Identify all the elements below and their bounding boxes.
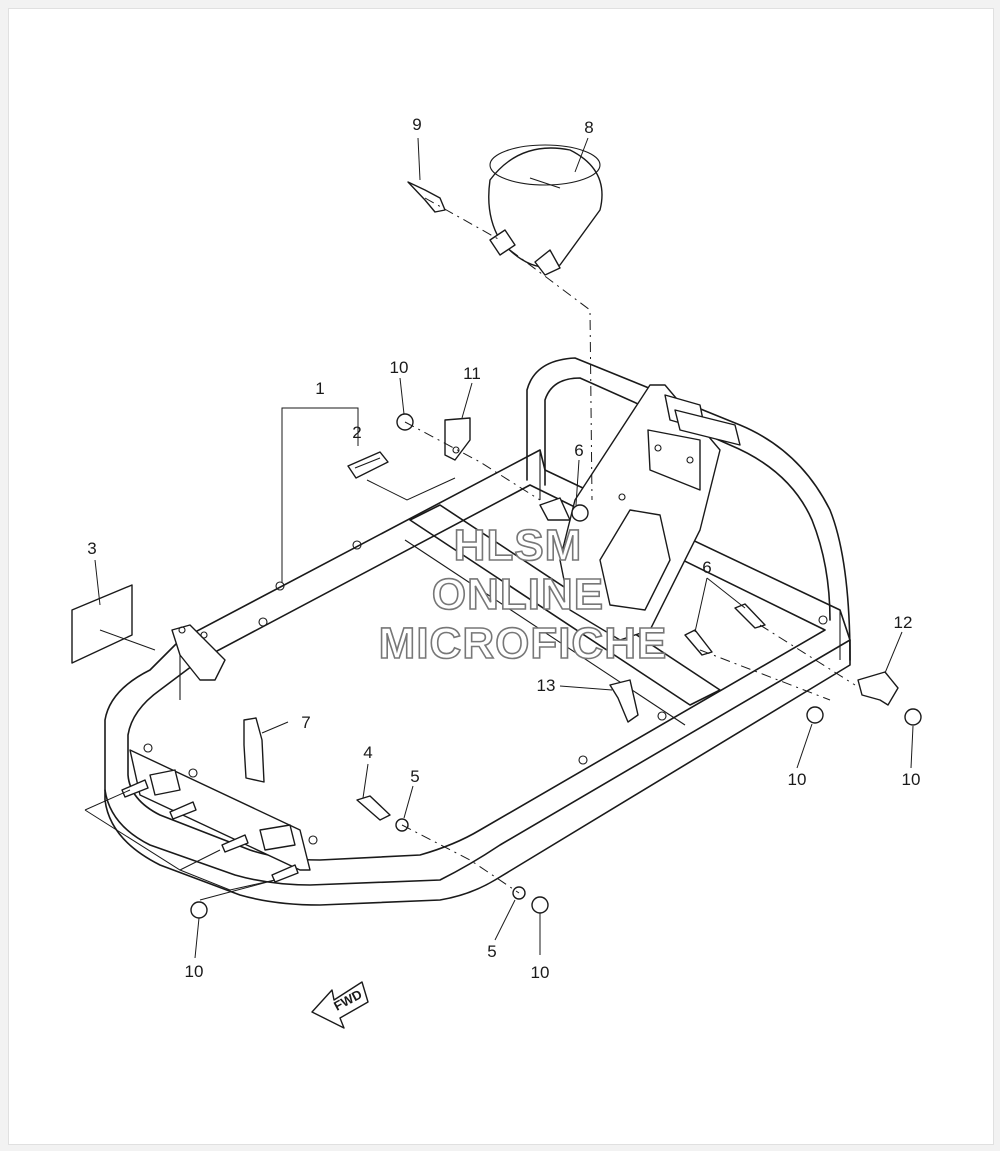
- callout-2: 2: [352, 423, 361, 442]
- callout-5b: 5: [487, 942, 496, 961]
- callout-9: 9: [412, 115, 421, 134]
- callout-10a: 10: [390, 358, 409, 377]
- callout-10e: 10: [531, 963, 550, 982]
- callout-10d: 10: [185, 962, 204, 981]
- part-8-cover: [488, 144, 603, 276]
- callout-6b: 6: [702, 558, 711, 577]
- watermark: HLSM ONLINE MICROFICHE: [378, 520, 668, 669]
- callout-7: 7: [301, 713, 310, 732]
- part-2-clip: [347, 451, 389, 479]
- watermark-line-3: MICROFICHE: [379, 619, 668, 668]
- part-12-bracket: [857, 671, 899, 706]
- callout-10b: 10: [788, 770, 807, 789]
- watermark-line-1: HLSM: [454, 521, 583, 570]
- callout-6a: 6: [574, 441, 583, 460]
- part-11-bracket: [444, 417, 471, 461]
- callout-8: 8: [584, 118, 593, 137]
- callout-5a: 5: [410, 767, 419, 786]
- callout-numbers: 1 2 3 4 5 5 6 6 7 8 9 10 10 10 10 10 11 …: [87, 115, 920, 982]
- callout-11: 11: [463, 364, 481, 383]
- part-7-clip: [243, 717, 265, 783]
- bolts: [356, 497, 766, 821]
- part-3-label: [71, 584, 133, 664]
- seat-back-frame: [526, 357, 851, 661]
- callout-3: 3: [87, 539, 96, 558]
- fwd-arrow-icon: FWD: [311, 981, 369, 1029]
- callout-13: 13: [537, 676, 556, 695]
- part-9-rivet: [407, 181, 446, 213]
- watermark-line-2: ONLINE: [432, 570, 604, 619]
- studs: [121, 779, 299, 883]
- nuts-and-washers: [190, 413, 922, 919]
- leader-lines: [84, 137, 914, 959]
- callout-1: 1: [315, 379, 324, 398]
- frame: [104, 449, 851, 906]
- callout-10c: 10: [902, 770, 921, 789]
- callout-12: 12: [894, 613, 913, 632]
- callout-4: 4: [363, 743, 372, 762]
- part-13-bracket: [609, 679, 639, 723]
